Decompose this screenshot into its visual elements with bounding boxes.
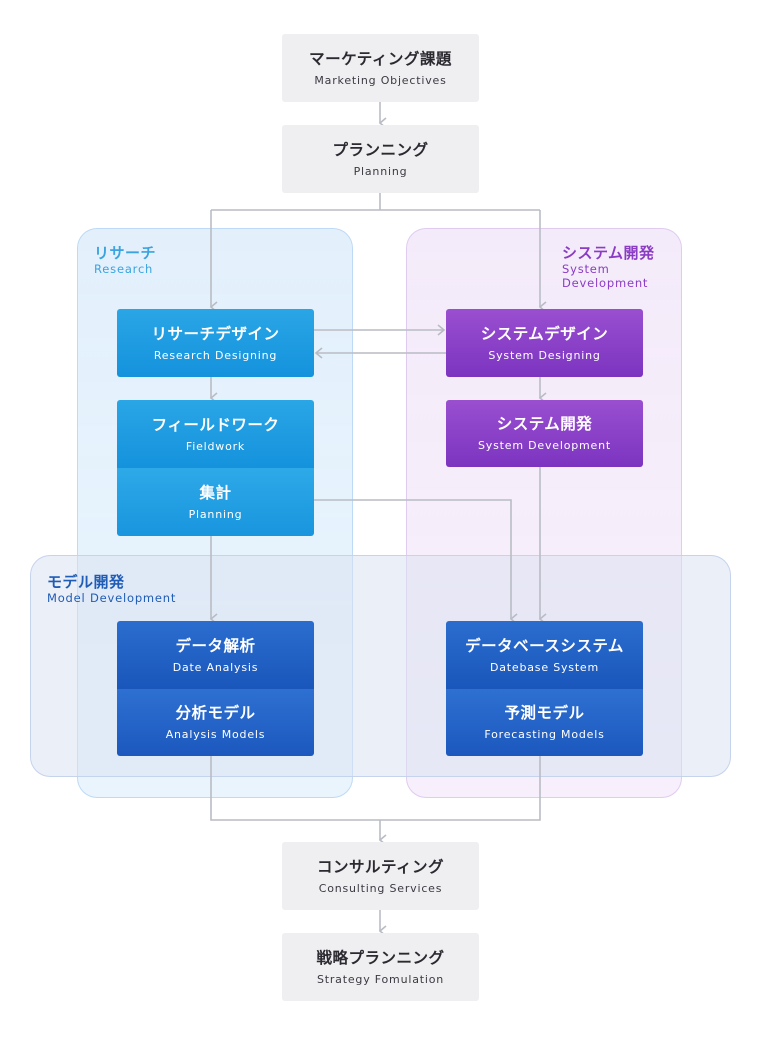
node-label-en: System Development	[478, 439, 611, 452]
node-system-designing: システムデザイン System Designing	[446, 309, 643, 377]
node-label-en: Datebase System	[489, 660, 600, 674]
node-label-en: Date Analysis	[172, 660, 259, 674]
node-label-jp: コンサルティング	[316, 857, 445, 876]
research-region-label: リサーチ Research	[94, 244, 156, 276]
node-label-en: System Designing	[488, 348, 601, 362]
node-label-jp: データベースシステム	[465, 636, 624, 655]
node-label-en: Analysis Models	[165, 728, 266, 741]
node-strategy-formulation: 戦略プランニング Strategy Fomulation	[282, 933, 479, 1001]
node-analysis-models: 分析モデル Analysis Models	[117, 689, 314, 756]
node-label-jp: 分析モデル	[175, 704, 256, 722]
node-label-jp: 集計	[199, 483, 232, 502]
node-system-development: システム開発 System Development	[446, 400, 643, 467]
system-label-jp: システム開発	[562, 244, 655, 262]
node-forecasting-models: 予測モデル Forecasting Models	[446, 689, 643, 756]
edge-planning-split	[211, 193, 540, 211]
model-label-en: Model Development	[47, 591, 177, 605]
node-research-designing: リサーチデザイン Research Designing	[117, 309, 314, 377]
node-database-system: データベースシステム Datebase System	[446, 621, 643, 689]
model-region-label: モデル開発 Model Development	[47, 573, 176, 605]
node-label-jp: フィールドワーク	[151, 415, 280, 434]
node-label-jp: システム開発	[496, 415, 593, 433]
model-label-jp: モデル開発	[47, 573, 125, 591]
node-label-jp: プランニング	[332, 140, 429, 159]
node-label-en: Forecasting Models	[484, 728, 605, 741]
node-label-jp: リサーチデザイン	[151, 324, 280, 343]
node-planning: プランニング Planning	[282, 125, 479, 193]
system-label-en-1: System	[562, 262, 610, 276]
node-fieldwork: フィールドワーク Fieldwork	[117, 400, 314, 468]
node-label-jp: データ解析	[175, 636, 256, 655]
node-label-en: Research Designing	[153, 348, 278, 362]
node-label-en: Marketing Objectives	[314, 73, 447, 87]
node-consulting-services: コンサルティング Consulting Services	[282, 842, 479, 910]
node-label-jp: マーケティング課題	[309, 49, 452, 68]
node-label-en: Consulting Services	[318, 881, 443, 895]
node-label-en: Fieldwork	[185, 439, 246, 453]
node-label-jp: 予測モデル	[504, 704, 585, 722]
edge-aggregation-database	[314, 499, 518, 625]
research-label-jp: リサーチ	[94, 244, 157, 262]
node-label-en: Planning	[353, 164, 408, 178]
research-label-en: Research	[94, 262, 154, 276]
node-aggregation: 集計 Planning	[117, 468, 314, 536]
node-label-jp: システムデザイン	[480, 324, 609, 343]
node-marketing-objectives: マーケティング課題 Marketing Objectives	[282, 34, 479, 102]
node-label-en: Planning	[188, 507, 243, 521]
node-label-en: Strategy Fomulation	[316, 972, 445, 986]
node-data-analysis: データ解析 Date Analysis	[117, 621, 314, 689]
system-region-label: システム開発 System Development	[562, 244, 655, 290]
system-label-en-2: Development	[562, 276, 649, 290]
node-label-jp: 戦略プランニング	[316, 948, 445, 967]
edge-models-merge	[210, 756, 541, 821]
